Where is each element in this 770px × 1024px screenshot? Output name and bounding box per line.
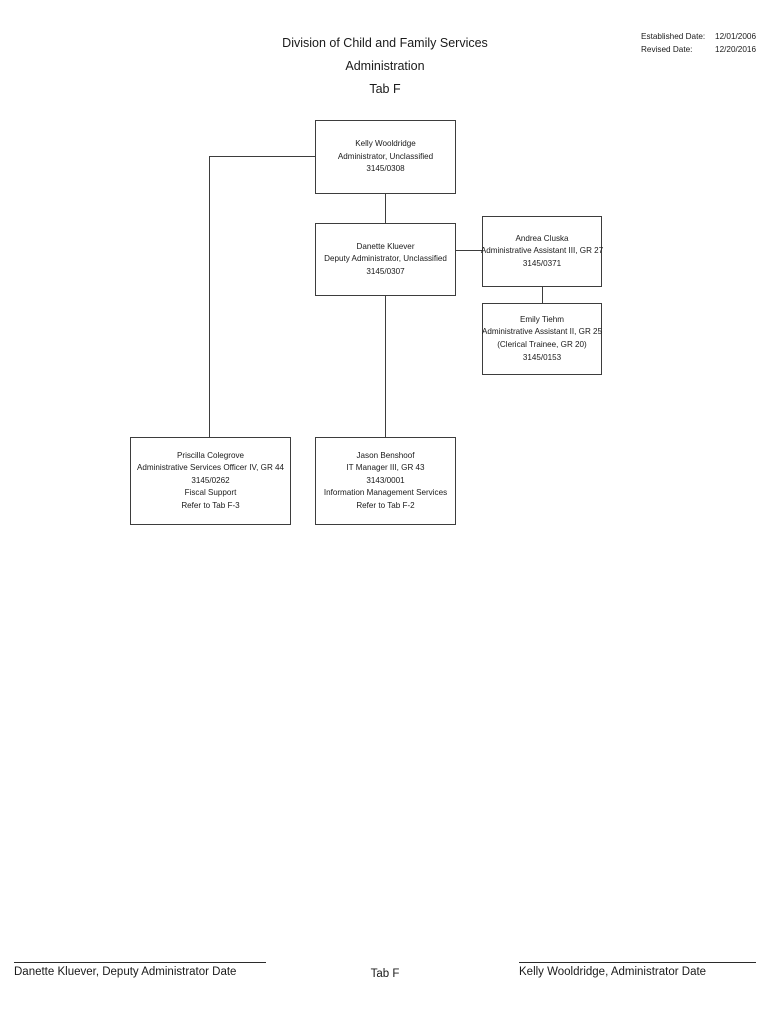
- node-emily-line-3: (Clerical Trainee, GR 20): [497, 340, 587, 349]
- node-emily-line-4: 3145/0153: [522, 352, 562, 362]
- revised-date-row: Revised Date: 12/20/2016: [641, 43, 756, 56]
- node-jason-line-3: 3143/0001: [366, 475, 405, 485]
- node-danette-kluever[interactable]: Danette Kluever Deputy Administrator, Un…: [315, 223, 456, 296]
- connector-danette-to-andrea: [456, 249, 482, 251]
- title-line-2: Administration: [345, 59, 425, 73]
- page-title: Division of Child and Family Services Ad…: [0, 32, 770, 101]
- established-date-label: Established Date:: [641, 32, 706, 41]
- established-date-row: Established Date: 12/01/2006: [641, 30, 756, 43]
- node-jason-line-1: Jason Benshoof: [356, 450, 415, 460]
- node-priscilla-line-2: Administrative Services Officer IV, GR 4…: [136, 463, 285, 473]
- node-andrea-line-3: 3145/0371: [522, 258, 562, 268]
- node-andrea-cluska[interactable]: Andrea Cluska Administrative Assistant I…: [480, 216, 604, 287]
- node-kelly-line-3: 3145/0308: [366, 164, 405, 174]
- node-kelly-wooldridge[interactable]: Kelly Wooldridge Administrator, Unclassi…: [315, 120, 456, 194]
- node-emily-line-2: Administrative Assistant II, GR 25: [481, 327, 603, 337]
- node-kelly-line-2: Administrator, Unclassified: [337, 151, 434, 161]
- revised-date-label: Revised Date:: [641, 45, 693, 54]
- node-emily-line-1: Emily Tiehm: [519, 314, 565, 324]
- connector-kelly-left-branch: [209, 155, 315, 157]
- node-jason-line-2: IT Manager III, GR 43: [346, 463, 425, 473]
- node-andrea-line-2: Administrative Assistant III, GR 27: [480, 246, 604, 256]
- title-line-1: Division of Child and Family Services: [282, 36, 488, 50]
- node-jason-benshoof[interactable]: Jason Benshoof IT Manager III, GR 43 314…: [315, 437, 456, 525]
- node-kelly-line-1: Kelly Wooldridge: [355, 139, 416, 149]
- signature-line-deputy-administrator: Danette Kluever, Deputy Administrator Da…: [14, 962, 266, 978]
- connector-to-priscilla: [209, 155, 211, 438]
- connector-kelly-to-danette: [384, 194, 386, 223]
- node-danette-line-3: 3145/0307: [366, 266, 405, 276]
- date-block: Established Date: 12/01/2006 Revised Dat…: [641, 30, 756, 56]
- connector-danette-to-jason: [384, 296, 386, 437]
- signature-line-administrator: Kelly Wooldridge, Administrator Date: [519, 962, 756, 978]
- title-line-3: Tab F: [369, 82, 401, 96]
- node-priscilla-line-5: Refer to Tab F-3: [181, 500, 240, 510]
- node-priscilla-line-4: Fiscal Support: [184, 488, 237, 498]
- node-emily-tiehm[interactable]: Emily Tiehm Administrative Assistant II,…: [482, 303, 602, 375]
- footer-tab-label: Tab F: [370, 968, 400, 980]
- node-jason-line-5: Refer to Tab F-2: [356, 500, 415, 510]
- node-priscilla-line-1: Priscilla Colegrove: [176, 450, 245, 460]
- node-priscilla-colegrove[interactable]: Priscilla Colegrove Administrative Servi…: [130, 437, 291, 525]
- node-danette-line-2: Deputy Administrator, Unclassified: [324, 254, 447, 264]
- connector-andrea-to-emily: [541, 287, 543, 303]
- node-andrea-line-1: Andrea Cluska: [515, 233, 569, 243]
- revised-date-value: 12/20/2016: [715, 45, 756, 54]
- node-danette-line-1: Danette Kluever: [356, 241, 415, 251]
- established-date-value: 12/01/2006: [715, 32, 756, 41]
- node-jason-line-4: Information Management Services: [323, 488, 448, 498]
- node-priscilla-line-3: 3145/0262: [191, 475, 230, 485]
